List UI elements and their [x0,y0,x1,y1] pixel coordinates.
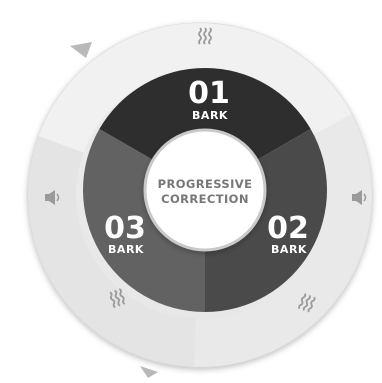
step-02-number: 02 [267,211,309,246]
step-03: 03 BARK [104,211,146,256]
step-03-label: BARK [108,243,144,256]
outer-ring-segment-right [193,114,372,368]
speaker-icon [352,190,367,205]
step-02-label: BARK [271,243,307,256]
step-01: 01 BARK [188,76,230,122]
speaker-icon [45,190,60,205]
segment-03 [83,129,205,312]
outer-arrow-top-left [70,42,92,58]
wave-icon [298,293,316,313]
center-title-line-1: PROGRESSIVE [158,177,253,191]
outer-arrow-bottom [140,366,158,378]
step-01-number: 01 [188,76,230,111]
inner-ring [83,68,327,312]
outer-ring-segment-top [38,22,352,153]
segment-02 [205,129,327,312]
outer-ring-segment-left [27,136,196,367]
center-circle [143,128,267,252]
wave-icon [198,27,212,45]
step-01-label: BARK [192,109,228,122]
center-title-line-2: CORRECTION [161,192,249,206]
step-02: 02 BARK [267,211,309,256]
wave-icon [109,288,126,309]
segment-01 [99,68,311,160]
step-03-number: 03 [104,211,146,246]
